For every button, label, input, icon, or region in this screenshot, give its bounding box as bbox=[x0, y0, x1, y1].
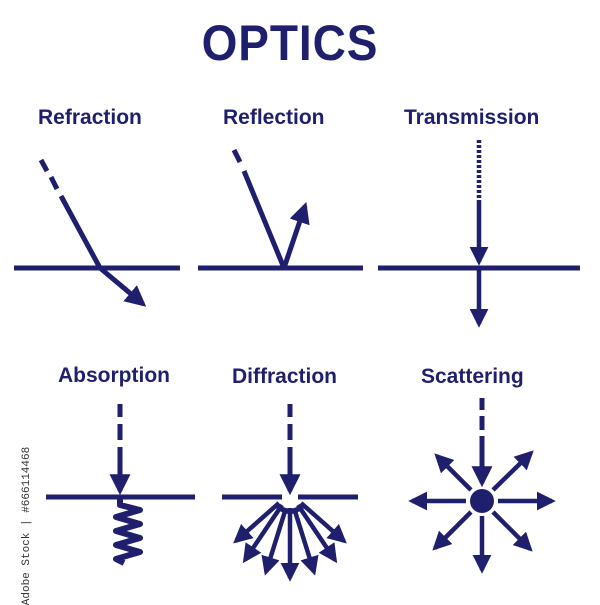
diffraction-diagram bbox=[222, 404, 358, 582]
reflection-incident-ray-dash bbox=[231, 148, 243, 164]
scattering-ray bbox=[432, 510, 473, 551]
scattering-ray bbox=[491, 510, 533, 552]
label-scattering: Scattering bbox=[421, 365, 524, 388]
scattering-particle bbox=[470, 489, 494, 513]
reflection-incident-ray bbox=[241, 170, 287, 269]
scattering-diagram bbox=[408, 398, 556, 574]
refraction-incident-ray-dash bbox=[48, 175, 60, 191]
diffraction-ray bbox=[242, 503, 284, 564]
refraction-incident-ray-dash bbox=[38, 158, 50, 173]
reflection-reflected-ray bbox=[281, 202, 310, 269]
label-transmission: Transmission bbox=[404, 106, 540, 129]
diffraction-ray bbox=[233, 501, 281, 544]
scattering-ray bbox=[434, 453, 473, 492]
reflection-diagram bbox=[198, 148, 363, 271]
diffraction-ray bbox=[296, 503, 338, 564]
absorption-coil bbox=[113, 499, 143, 566]
label-refraction: Refraction bbox=[38, 106, 142, 129]
absorption-diagram bbox=[46, 404, 195, 566]
diffraction-ray bbox=[261, 507, 289, 576]
refraction-incident-ray bbox=[58, 194, 103, 270]
diffraction-ray bbox=[291, 507, 319, 576]
page-title: OPTICS bbox=[201, 15, 379, 71]
label-reflection: Reflection bbox=[223, 106, 325, 129]
refraction-refracted-ray bbox=[98, 266, 147, 307]
diffraction-ray bbox=[299, 501, 347, 544]
label-absorption: Absorption bbox=[58, 364, 170, 387]
transmission-diagram bbox=[378, 140, 580, 328]
scattering-ray bbox=[491, 450, 534, 492]
refraction-diagram bbox=[14, 158, 180, 307]
label-diffraction: Diffraction bbox=[232, 365, 337, 388]
